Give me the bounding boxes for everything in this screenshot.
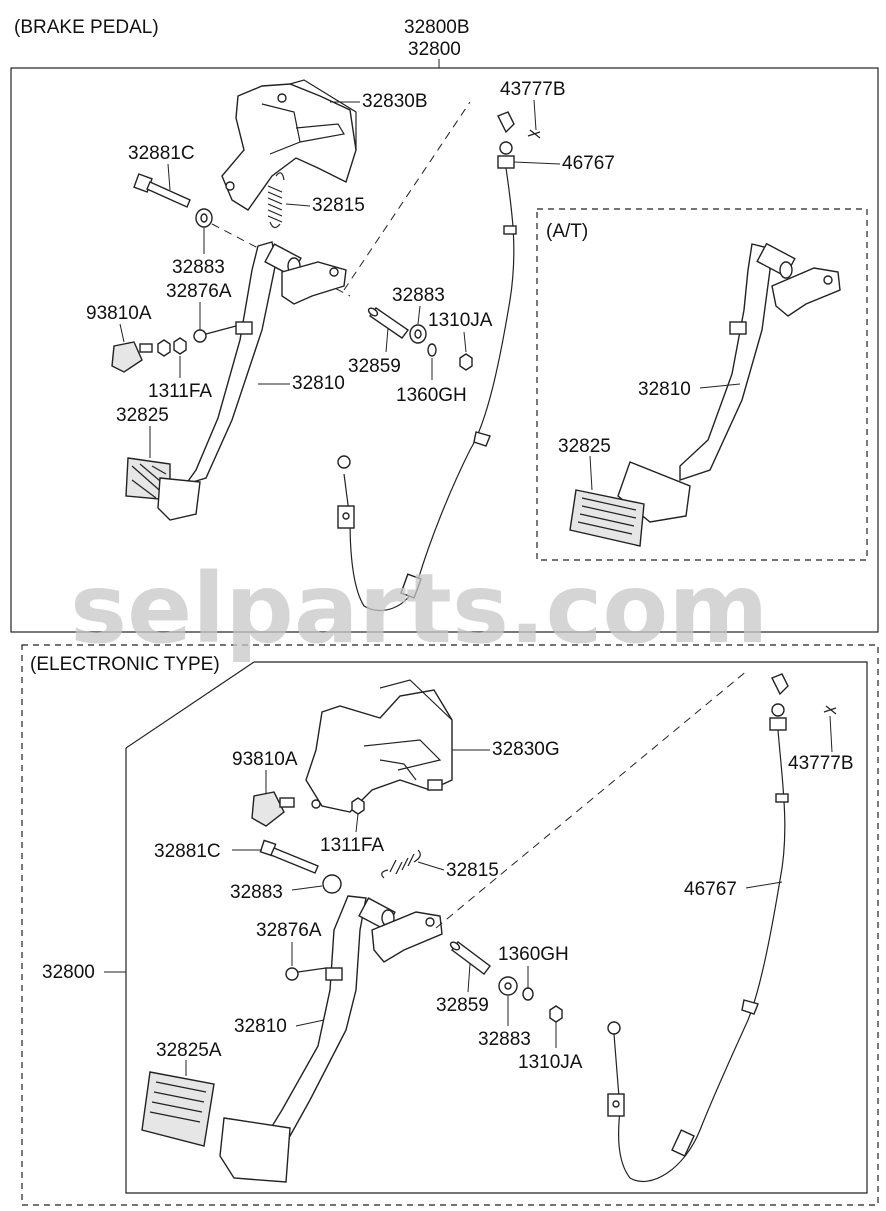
label-32881c: 32881C xyxy=(128,143,195,164)
return-spring-32815-bottom xyxy=(381,849,421,879)
pedal-bracket-32830g xyxy=(305,679,453,813)
clip-43777b-bottom xyxy=(823,705,837,715)
label-32815-bottom: 32815 xyxy=(446,860,499,881)
label-32883-lower: 32883 xyxy=(392,285,445,306)
brake-pedal-frame xyxy=(10,67,879,633)
stop-lamp-switch-93810a xyxy=(111,341,153,373)
pin-32859 xyxy=(367,307,409,339)
bolt-32881c-bottom xyxy=(259,839,319,874)
label-93810a: 93810A xyxy=(86,303,152,324)
pedal-arm-32810 xyxy=(184,241,347,486)
label-32883-upper: 32883 xyxy=(172,257,225,278)
washer-1360gh xyxy=(427,343,437,357)
bolt-32881c xyxy=(133,173,191,208)
electronic-type-outer-frame xyxy=(21,644,879,1206)
label-1360gh: 1360GH xyxy=(396,385,467,406)
assembly-number-32800: 32800 xyxy=(408,39,461,60)
label-1310ja: 1310JA xyxy=(428,310,493,331)
cable-46767-bottom xyxy=(607,673,789,1183)
assembly-number-32800b: 32800B xyxy=(404,17,470,38)
label-32815: 32815 xyxy=(312,195,365,216)
watermark: selparts.com xyxy=(70,553,768,665)
pedal-pad-32825 xyxy=(125,457,201,521)
pedal-bracket-32830b xyxy=(221,79,357,211)
label-1310ja-bottom: 1310JA xyxy=(518,1052,583,1073)
nut-1310ja-bottom xyxy=(549,1005,563,1023)
label-32859: 32859 xyxy=(348,356,401,377)
label-32825: 32825 xyxy=(116,405,169,426)
washer-1360gh-bottom xyxy=(522,987,534,1001)
label-32876a: 32876A xyxy=(166,281,232,302)
label-at-32810: 32810 xyxy=(638,379,691,400)
label-46767-bottom: 46767 xyxy=(684,879,737,900)
label-32881c-bottom: 32881C xyxy=(154,841,221,862)
bushing-32883-bottom-upper xyxy=(322,874,342,894)
label-32810-bottom: 32810 xyxy=(234,1016,287,1037)
label-32859-bottom: 32859 xyxy=(436,995,489,1016)
section-title-brake-pedal: (BRAKE PEDAL) xyxy=(14,17,159,38)
nut-1311fa-bottom xyxy=(351,797,365,815)
at-subframe xyxy=(536,208,868,561)
label-32883-bottom-lower: 32883 xyxy=(478,1029,531,1050)
label-32810: 32810 xyxy=(292,373,345,394)
pin-32876a-bottom xyxy=(285,967,327,981)
label-32876a-bottom: 32876A xyxy=(256,920,322,941)
clip-43777b xyxy=(527,129,541,139)
label-43777b-bottom: 43777B xyxy=(788,753,854,774)
pedal-pad-32825a xyxy=(141,1071,291,1183)
label-32800-bottom: 32800 xyxy=(42,962,95,983)
cable-46767 xyxy=(337,111,517,611)
label-1311fa-bottom: 1311FA xyxy=(320,835,384,856)
at-pedal-pad-32825 xyxy=(569,461,691,547)
pedal-arm-32810-bottom xyxy=(264,895,443,1137)
section-title-at: (A/T) xyxy=(546,221,588,242)
electronic-type-frame xyxy=(125,661,868,1194)
section-title-electronic: (ELECTRONIC TYPE) xyxy=(30,654,220,675)
label-32883-bottom-upper: 32883 xyxy=(230,882,283,903)
nut-1310ja xyxy=(459,353,473,371)
at-pedal-arm-32810 xyxy=(679,242,841,481)
label-at-32825: 32825 xyxy=(558,436,611,457)
pin-32859-bottom xyxy=(449,941,491,975)
label-32830g: 32830G xyxy=(492,739,560,760)
label-1360gh-bottom: 1360GH xyxy=(498,944,569,965)
return-spring-32815 xyxy=(267,172,285,229)
label-43777b: 43777B xyxy=(500,79,566,100)
label-32830b: 32830B xyxy=(362,91,428,112)
pin-32876a xyxy=(193,325,237,343)
label-1311fa: 1311FA xyxy=(148,381,212,402)
label-46767: 46767 xyxy=(562,153,615,174)
stop-lamp-switch-93810a-bottom xyxy=(251,791,295,827)
label-93810a-bottom: 93810A xyxy=(232,749,298,770)
nut-1311fa xyxy=(157,337,187,357)
label-32825a: 32825A xyxy=(156,1040,222,1061)
